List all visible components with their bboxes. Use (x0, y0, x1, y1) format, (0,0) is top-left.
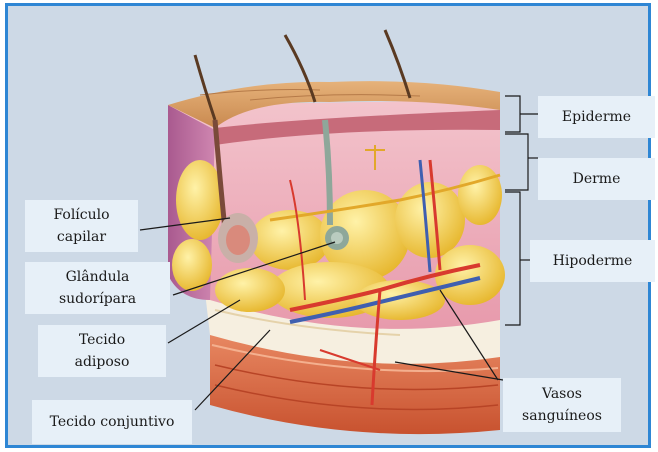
label-vasos-sanguineos: Vasos sanguíneos (503, 378, 621, 432)
label-epiderme: Epiderme (538, 96, 655, 138)
label-tecido-adiposo: Tecido adiposo (38, 325, 166, 377)
label-tecido-conjuntivo: Tecido conjuntivo (32, 400, 192, 444)
label-foliculo-capilar: Folículo capilar (25, 200, 138, 252)
label-glandula-sudoripara: Glândula sudorípara (25, 262, 170, 314)
label-hipoderme: Hipoderme (530, 240, 655, 282)
label-derme: Derme (538, 158, 655, 200)
layer-brackets (505, 96, 538, 325)
